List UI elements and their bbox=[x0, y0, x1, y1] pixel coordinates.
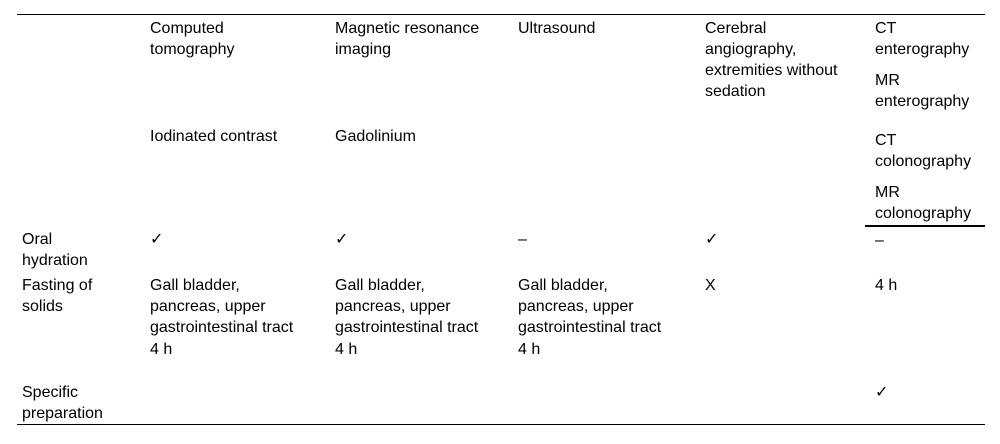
fasting-computed-tomography-cell: Gall bladder, pancreas, upper gastrointe… bbox=[145, 272, 330, 379]
header-ultrasound-label: Ultrasound bbox=[518, 20, 596, 37]
check-mark: ✓ bbox=[150, 230, 164, 248]
row-label-oral-hydration: Oral hydration bbox=[17, 226, 145, 272]
check-mark: ✓ bbox=[335, 230, 349, 248]
oral-hydration-cerebral-angiography-cell: ✓ bbox=[700, 226, 865, 272]
header-colonography: CT colonography MR colonography bbox=[865, 122, 985, 227]
specific-prep-ultrasound-cell bbox=[513, 378, 700, 425]
header-gadolinium-label: Gadolinium bbox=[335, 127, 416, 145]
header-enterography: CT enterography MR enterography bbox=[865, 15, 985, 123]
header-ultrasound: Ultrasound bbox=[513, 15, 700, 123]
header-row-modalities: Computed tomography Magnetic resonance i… bbox=[17, 15, 985, 123]
dash-mark: – bbox=[518, 230, 527, 248]
row-label-specific-preparation-text: Specific preparation bbox=[22, 383, 103, 422]
header-magnetic-resonance-imaging: Magnetic resonance imaging bbox=[330, 15, 513, 123]
oral-hydration-enterography-cell: – bbox=[865, 226, 985, 272]
header-computed-tomography: Computed tomography bbox=[145, 15, 330, 123]
fasting-ultrasound-cell: Gall bladder, pancreas, upper gastrointe… bbox=[513, 272, 700, 379]
row2-ultrasound-empty-cell bbox=[513, 123, 700, 226]
row-label-fasting-of-solids: Fasting of solids bbox=[17, 272, 145, 379]
oral-hydration-computed-tomography-cell: ✓ bbox=[145, 226, 330, 272]
header-computed-tomography-label: Computed tomography bbox=[150, 20, 235, 58]
row-label-oral-hydration-text: Oral hydration bbox=[22, 230, 88, 269]
header-mr-enterography-label: MR enterography bbox=[875, 72, 970, 110]
header-row-contrast: Iodinated contrast Gadolinium CT colonog… bbox=[17, 122, 985, 227]
fasting-ultrasound-duration-text: 4 h bbox=[518, 340, 541, 358]
row2-empty-label-cell bbox=[17, 123, 145, 226]
imaging-preparation-table: Computed tomography Magnetic resonance i… bbox=[17, 14, 985, 425]
header-gadolinium: Gadolinium bbox=[330, 123, 513, 226]
fasting-ct-organs-text: Gall bladder, pancreas, upper gastrointe… bbox=[150, 276, 294, 336]
header-iodinated-contrast: Iodinated contrast bbox=[145, 123, 330, 226]
header-ct-enterography-label: CT enterography bbox=[875, 20, 970, 58]
row2-cerebral-angiography-empty-cell bbox=[700, 123, 865, 226]
row-specific-preparation: Specific preparation ✓ bbox=[17, 378, 985, 425]
specific-prep-enterography-cell: ✓ bbox=[865, 378, 985, 425]
specific-prep-mri-cell bbox=[330, 378, 513, 425]
fasting-enterography-duration-text: 4 h bbox=[875, 276, 898, 294]
fasting-enterography-cell: 4 h bbox=[865, 272, 985, 379]
header-iodinated-contrast-label: Iodinated contrast bbox=[150, 127, 278, 145]
corner-cell-empty bbox=[17, 15, 145, 123]
fasting-cerebral-angiography-cell: X bbox=[700, 272, 865, 379]
fasting-mri-organs-text: Gall bladder, pancreas, upper gastrointe… bbox=[335, 276, 479, 336]
fasting-ct-duration-text: 4 h bbox=[150, 340, 173, 358]
header-mr-colonography-label: MR colonography bbox=[875, 183, 972, 222]
row-oral-hydration: Oral hydration ✓ ✓ – ✓ – bbox=[17, 226, 985, 272]
check-mark: ✓ bbox=[705, 230, 719, 248]
header-cerebral-angiography-label: Cerebral angiography, extremities withou… bbox=[705, 20, 838, 100]
fasting-mri-duration-text: 4 h bbox=[335, 340, 358, 358]
header-magnetic-resonance-imaging-label: Magnetic resonance imaging bbox=[335, 20, 480, 58]
oral-hydration-ultrasound-cell: – bbox=[513, 226, 700, 272]
row-label-specific-preparation: Specific preparation bbox=[17, 378, 145, 425]
specific-prep-cerebral-angiography-cell bbox=[700, 378, 865, 425]
header-cerebral-angiography: Cerebral angiography, extremities withou… bbox=[700, 15, 865, 123]
x-mark: X bbox=[705, 276, 716, 294]
fasting-ultrasound-organs-text: Gall bladder, pancreas, upper gastrointe… bbox=[518, 276, 662, 336]
row-fasting-of-solids: Fasting of solids Gall bladder, pancreas… bbox=[17, 272, 985, 379]
fasting-mri-cell: Gall bladder, pancreas, upper gastrointe… bbox=[330, 272, 513, 379]
oral-hydration-mri-cell: ✓ bbox=[330, 226, 513, 272]
header-ct-colonography-label: CT colonography bbox=[875, 131, 972, 170]
row-label-fasting-of-solids-text: Fasting of solids bbox=[22, 276, 93, 315]
specific-prep-computed-tomography-cell bbox=[145, 378, 330, 425]
check-mark: ✓ bbox=[875, 383, 889, 401]
dash-mark: – bbox=[875, 231, 884, 249]
